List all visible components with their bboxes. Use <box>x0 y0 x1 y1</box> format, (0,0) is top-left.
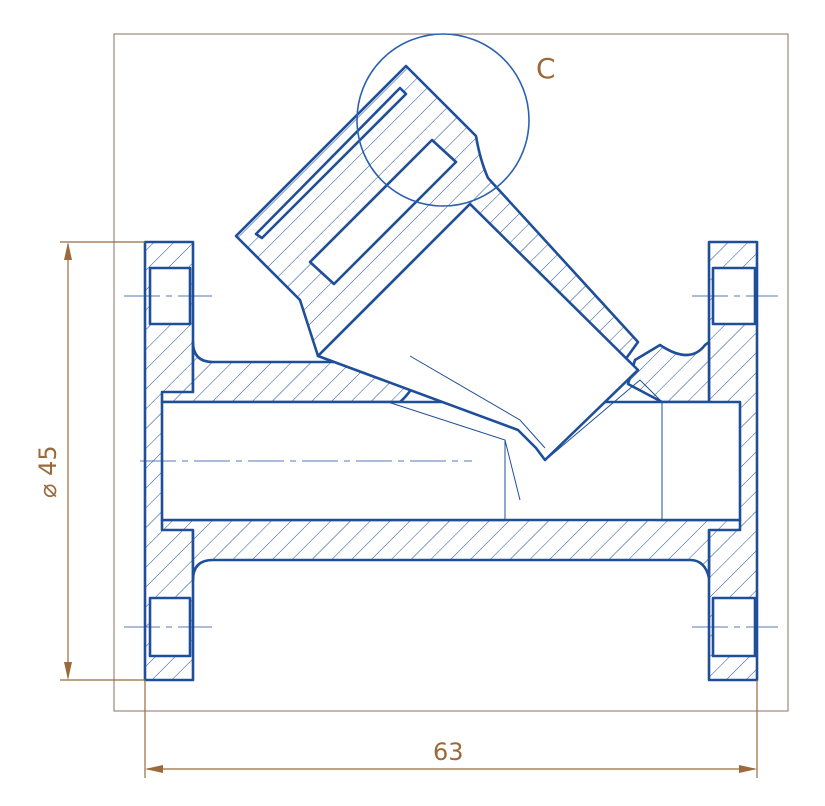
diameter-arrow-top <box>64 242 72 260</box>
detail-label: C <box>536 52 556 85</box>
cap-sleeve <box>308 138 458 286</box>
length-dimension-text: 63 <box>433 738 464 766</box>
detail-circle <box>356 33 530 207</box>
flow-line-2 <box>409 355 546 449</box>
screen-cartridge <box>316 202 640 462</box>
flow-line-3 <box>547 379 663 459</box>
length-arrow-left <box>145 765 163 773</box>
length-arrow-right <box>739 765 757 773</box>
diameter-arrow-bottom <box>64 662 72 680</box>
diameter-dimension-text: ⌀ 45 <box>34 445 62 498</box>
upper-right-body-wall <box>626 340 711 404</box>
cap-plug <box>254 86 408 240</box>
